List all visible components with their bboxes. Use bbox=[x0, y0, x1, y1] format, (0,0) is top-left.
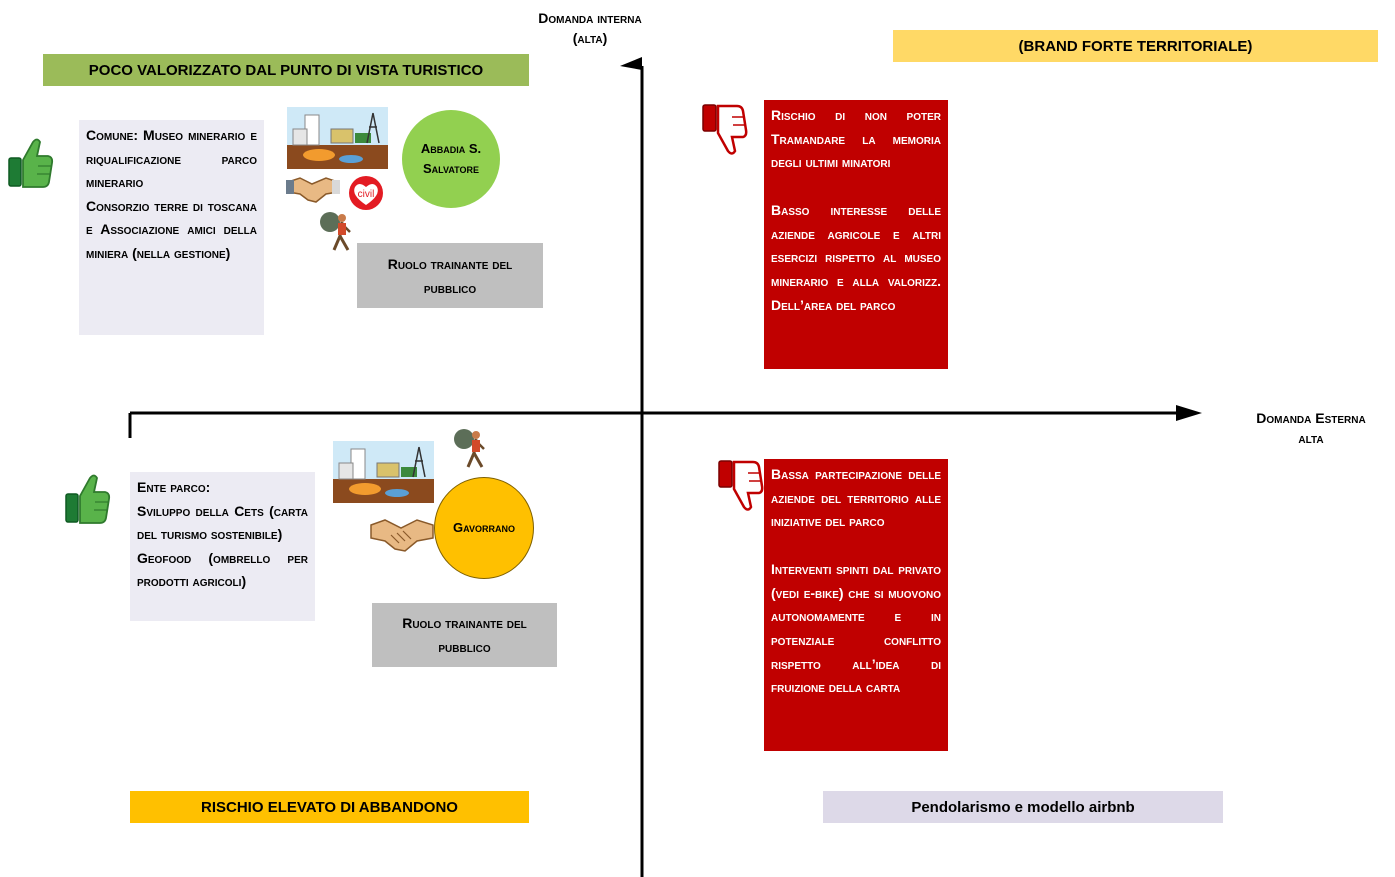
role-label-top: Ruolo trainante del pubblico bbox=[387, 255, 513, 296]
bottom-left-text-line: Geofood (ombrello per prodotti agricoli) bbox=[137, 549, 308, 590]
x-axis-label-line1: Domanda Esterna bbox=[1256, 410, 1366, 426]
y-axis-label-line2: (alta) bbox=[572, 30, 608, 46]
top-left-text-line: Comune: Museo minerario e riqualificazio… bbox=[86, 127, 257, 190]
hiker-icon bbox=[452, 427, 492, 471]
banner-top-left: POCO VALORIZZATO DAL PUNTO DI VISTA TURI… bbox=[43, 54, 529, 86]
role-box-bottom: Ruolo trainante del pubblico bbox=[372, 603, 557, 667]
gavorrano-label: Gavorrano bbox=[453, 520, 515, 535]
top-right-paragraph: Basso interesse delle aziende agricole e… bbox=[771, 201, 941, 313]
mining-plant-icon bbox=[287, 107, 388, 169]
bottom-right-paragraph: Interventi spinti dal privato (vedi e-bi… bbox=[771, 560, 941, 696]
x-axis-label: Domanda Esterna alta bbox=[1228, 408, 1394, 448]
abbadia-circle: Abbadia S. Salvatore bbox=[402, 110, 500, 208]
bottom-left-text-line: Sviluppo della Cets (carta del turismo s… bbox=[137, 502, 308, 543]
bottom-left-text-line: Ente parco: bbox=[137, 479, 211, 495]
paragraph-spacer bbox=[771, 175, 941, 199]
role-box-top: Ruolo trainante del pubblico bbox=[357, 243, 543, 308]
bottom-right-red-box: Bassa partecipazione delle aziende del t… bbox=[764, 459, 948, 751]
mining-plant-icon bbox=[333, 441, 434, 503]
banner-bottom-left: RISCHIO ELEVATO DI ABBANDONO bbox=[130, 791, 529, 823]
top-left-text-box: Comune: Museo minerario e riqualificazio… bbox=[79, 120, 264, 335]
thumbs-down-icon bbox=[700, 103, 748, 157]
y-axis-label: Domanda interna (alta) bbox=[490, 8, 690, 48]
hiker-icon bbox=[318, 210, 358, 254]
abbadia-label: Abbadia S. Salvatore bbox=[420, 141, 482, 176]
thumbs-down-icon bbox=[716, 459, 764, 513]
handshake-icon bbox=[369, 511, 435, 553]
thumbs-up-icon bbox=[63, 472, 111, 526]
civil-logo-icon: civil bbox=[347, 175, 385, 211]
gavorrano-circle: Gavorrano bbox=[434, 477, 534, 579]
top-left-text-line: Consorzio terre di toscana e Associazion… bbox=[86, 197, 257, 261]
handshake-icon bbox=[286, 170, 340, 204]
banner-top-right: (BRAND FORTE TERRITORIALE) bbox=[893, 30, 1378, 62]
bottom-left-text-box: Ente parco: Sviluppo della Cets (carta d… bbox=[130, 472, 315, 621]
top-right-red-box: Rischio di non poter Tramandare la memor… bbox=[764, 100, 948, 369]
top-right-paragraph: Rischio di non poter Tramandare la memor… bbox=[771, 107, 941, 171]
civil-logo-text: civil bbox=[358, 189, 375, 200]
bottom-right-paragraph: Bassa partecipazione delle aziende del t… bbox=[771, 466, 941, 530]
banner-bottom-right: Pendolarismo e modello airbnb bbox=[823, 791, 1223, 823]
y-axis-label-line1: Domanda interna bbox=[538, 10, 642, 26]
role-label-bottom: Ruolo trainante del pubblico bbox=[402, 615, 527, 655]
thumbs-up-icon bbox=[6, 136, 54, 190]
x-axis-label-line2: alta bbox=[1298, 430, 1324, 446]
paragraph-spacer bbox=[771, 534, 941, 558]
